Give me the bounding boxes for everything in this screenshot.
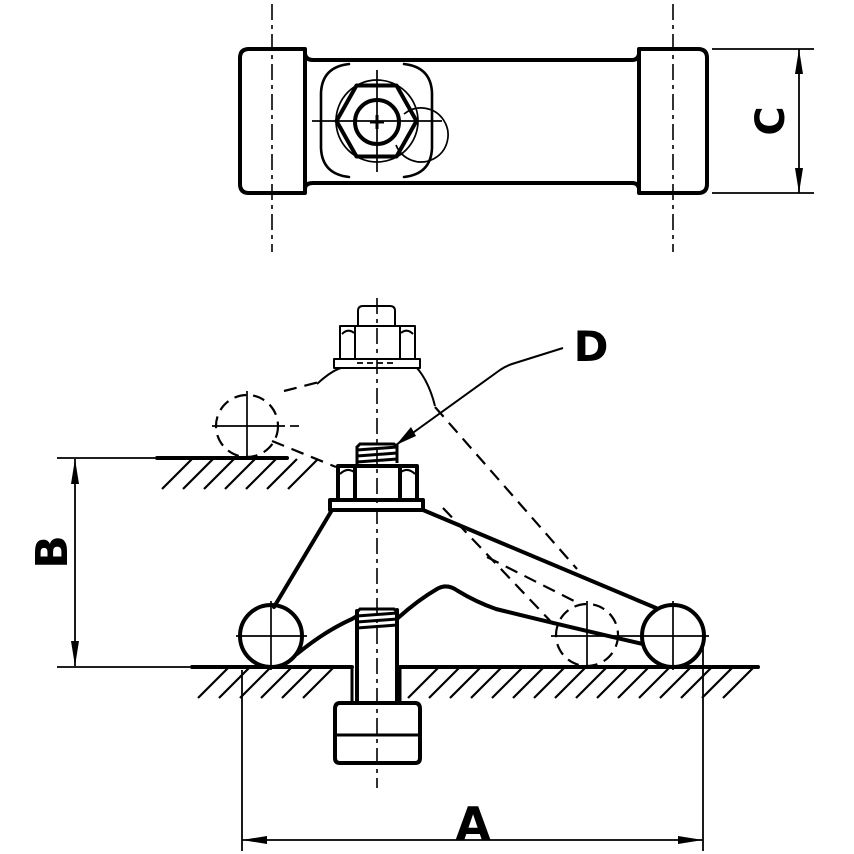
- ground-hatching: [197, 667, 754, 699]
- body-top-edge: [303, 52, 641, 62]
- dimension-label-c: C: [748, 106, 794, 135]
- dimension-b: B: [27, 459, 79, 666]
- body-upper-right-edge: [421, 508, 658, 610]
- body-lower-right-edge: [396, 584, 645, 646]
- top-view: [238, 4, 709, 252]
- thread-arc: [395, 107, 449, 163]
- body-upper-left-edge: [272, 508, 334, 609]
- front-view: [57, 298, 760, 788]
- dimension-a: A: [241, 645, 704, 851]
- dimension-c: C: [712, 48, 814, 194]
- body-lower-left-edge: [295, 614, 359, 656]
- callout-label-d: D: [574, 322, 609, 371]
- lower-stud: [333, 607, 422, 765]
- left-end-cap: [238, 47, 307, 195]
- dimension-label-b: B: [27, 535, 78, 569]
- leader-line: [395, 347, 564, 446]
- phantom-arm-lower-left: [271, 439, 337, 469]
- phantom-arm-edge: [486, 556, 579, 604]
- stud-head: [333, 701, 422, 765]
- leader-arrowhead: [396, 427, 416, 445]
- body-bottom-edge: [303, 181, 641, 190]
- phantom-nut-assembly: [333, 305, 421, 369]
- dimension-label-a: A: [455, 797, 491, 851]
- washer-front: [328, 498, 425, 512]
- callout-d: D: [395, 322, 609, 446]
- phantom-arm-upper-right: [434, 406, 578, 570]
- right-end-cap: [637, 47, 709, 195]
- rocker-body: [272, 508, 658, 656]
- nut-assembly: [328, 442, 425, 512]
- phantom-arm-upper-left: [283, 380, 320, 393]
- phantom-stud-end: [357, 305, 396, 326]
- upper-surface-hatching: [161, 458, 319, 490]
- phantom-washer: [333, 358, 421, 369]
